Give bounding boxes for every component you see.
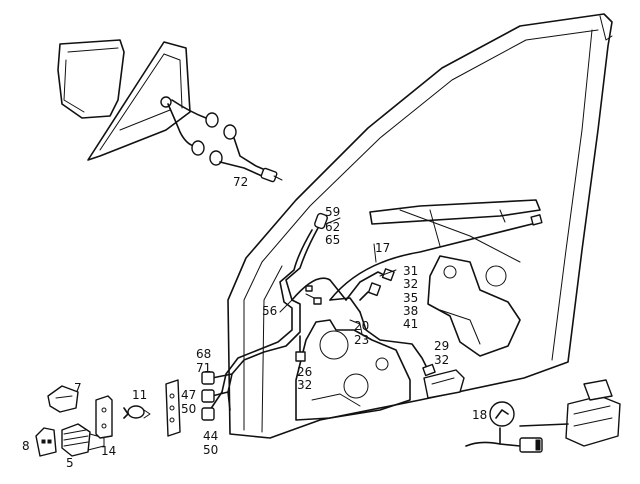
clip-11 xyxy=(123,405,151,419)
label-17: 17 xyxy=(375,241,390,255)
label-29: 29 xyxy=(434,339,449,353)
label-59: 59 xyxy=(325,205,340,219)
connectors-left xyxy=(201,371,233,421)
label-5: 5 xyxy=(66,456,74,470)
label-35: 35 xyxy=(403,291,418,305)
label-56: 56 xyxy=(262,304,277,318)
label-32: 32 xyxy=(403,277,418,291)
label-68: 68 xyxy=(196,347,211,361)
clip-7 xyxy=(47,385,79,413)
label-50-clip: 50 xyxy=(181,402,196,416)
connector-block-right xyxy=(519,379,621,447)
mirror-assembly xyxy=(57,39,283,183)
label-50-connector: 50 xyxy=(203,443,218,457)
label-71: 71 xyxy=(196,361,211,375)
bracket-14 xyxy=(95,395,113,439)
label-20: 20 xyxy=(354,319,369,333)
leader-lines xyxy=(279,217,397,313)
door-shell xyxy=(227,13,613,439)
label-72: 72 xyxy=(233,175,248,189)
label-65: 65 xyxy=(325,233,340,247)
label-47: 47 xyxy=(181,388,196,402)
callout-labels: 72 59 62 65 17 31 32 35 38 41 56 20 23 2… xyxy=(22,175,487,470)
grommet-5 xyxy=(61,423,105,457)
label-23: 23 xyxy=(354,333,369,347)
label-26: 26 xyxy=(297,365,312,379)
tool-18 xyxy=(465,401,543,453)
label-7: 7 xyxy=(74,381,82,395)
clip-47 xyxy=(165,379,181,437)
label-44: 44 xyxy=(203,429,218,443)
label-32-module: 32 xyxy=(297,378,312,392)
label-41: 41 xyxy=(403,317,418,331)
harness-56 xyxy=(221,212,361,411)
inner-door-module xyxy=(295,319,411,421)
connector-8 xyxy=(35,427,57,457)
label-18: 18 xyxy=(472,408,487,422)
label-11: 11 xyxy=(132,388,147,402)
label-32-switch: 32 xyxy=(434,353,449,367)
label-31: 31 xyxy=(403,264,418,278)
window-regulator xyxy=(369,199,541,357)
label-38: 38 xyxy=(403,304,418,318)
switch-29 xyxy=(423,369,465,399)
branch-31-41 xyxy=(295,268,436,377)
label-8: 8 xyxy=(22,439,30,453)
label-14: 14 xyxy=(101,444,116,458)
label-62: 62 xyxy=(325,220,340,234)
cable-17 xyxy=(329,214,543,301)
